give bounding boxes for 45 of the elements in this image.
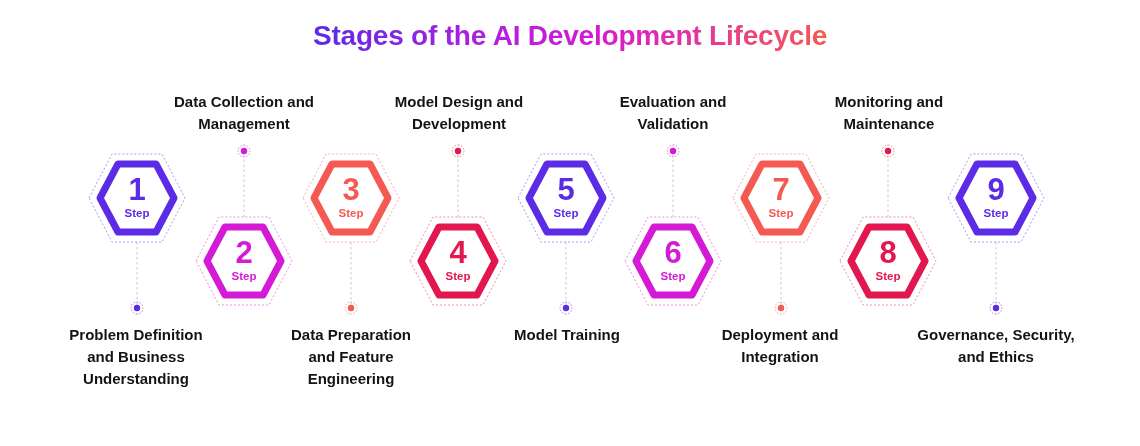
step-number: 3	[342, 174, 360, 206]
step-number: 6	[664, 237, 682, 269]
step-caption: Step	[124, 206, 150, 220]
leader-line	[451, 144, 465, 218]
leader-line	[559, 241, 573, 315]
step-number: 5	[557, 174, 575, 206]
leader-line	[344, 241, 358, 315]
stage-label: Governance, Security, and Ethics	[912, 308, 1080, 368]
leader-line	[881, 144, 895, 218]
step-caption: Step	[445, 269, 471, 283]
step-caption: Step	[338, 206, 364, 220]
step-number: 7	[772, 174, 790, 206]
step-caption: Step	[660, 269, 686, 283]
stage-label: Deployment and Integration	[705, 308, 855, 368]
stage-label: Monitoring and Maintenance	[819, 91, 959, 151]
stage-label: Data Preparation and Feature Engineering	[276, 308, 426, 390]
step-number: 8	[879, 237, 897, 269]
step-caption: Step	[875, 269, 901, 283]
hexagon-step	[88, 153, 186, 243]
step-caption: Step	[553, 206, 579, 220]
hexagon-step	[517, 153, 615, 243]
hexagon-step	[195, 216, 293, 306]
hexagon-step	[839, 216, 937, 306]
leader-line	[666, 144, 680, 218]
step-number: 2	[235, 237, 253, 269]
step-number: 9	[987, 174, 1005, 206]
hexagon-step	[732, 153, 830, 243]
step-caption: Step	[983, 206, 1009, 220]
leader-line	[130, 241, 144, 315]
step-caption: Step	[768, 206, 794, 220]
step-number: 1	[128, 174, 146, 206]
hexagon-step	[624, 216, 722, 306]
stage-label: Problem Definition and Business Understanding	[56, 308, 216, 390]
stage-label: Model Training	[482, 308, 652, 346]
hexagon-step	[947, 153, 1045, 243]
leader-line	[237, 144, 251, 218]
stage-label: Evaluation and Validation	[608, 91, 738, 151]
stage-label: Data Collection and Management	[154, 91, 334, 151]
step-caption: Step	[231, 269, 257, 283]
hexagon-step	[302, 153, 400, 243]
leader-line	[989, 241, 1003, 315]
step-number: 4	[449, 237, 467, 269]
stage-label: Model Design and Development	[379, 91, 539, 151]
leader-line	[774, 241, 788, 315]
hexagon-step	[409, 216, 507, 306]
